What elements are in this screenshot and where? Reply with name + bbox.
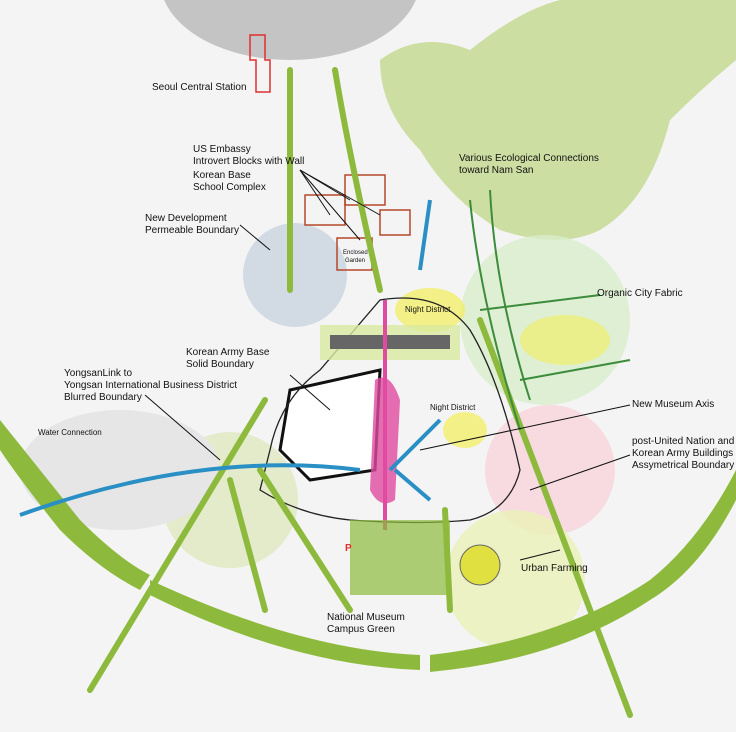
night-district-zone — [520, 315, 610, 365]
label-night-district: Night District — [405, 305, 451, 314]
urban-farm-cluster — [459, 544, 501, 586]
label-us-embassy: US Embassy — [193, 144, 251, 155]
label-korean-army-buildings: Korean Army Buildings — [632, 448, 734, 459]
label-yongsan-ibd: Yongsan International Business District — [64, 380, 238, 391]
label-eco-connections: Various Ecological Connections — [459, 153, 599, 164]
label-organic-fabric: Organic City Fabric — [597, 288, 683, 299]
label-toward-nam-san: toward Nam San — [459, 165, 534, 176]
label-seoul-station: Seoul Central Station — [152, 82, 247, 93]
label-national-museum: National Museum — [327, 612, 405, 623]
han-river-bank — [150, 580, 420, 670]
label-enclosed-garden: Enclosed — [343, 250, 368, 256]
un-buildings-zone — [485, 405, 615, 535]
label-night-district-2: Night District — [430, 403, 476, 412]
label-korean-base: Korean Base — [193, 170, 251, 181]
han-river-bank — [0, 420, 150, 590]
parking-marker: P — [345, 543, 352, 554]
label-army-base: Korean Army Base — [186, 347, 270, 358]
label-urban-farming: Urban Farming — [521, 563, 588, 574]
seoul-station-outline — [249, 34, 271, 93]
museum-campus-green — [350, 520, 450, 595]
army-base-block — [278, 368, 382, 482]
water-connections — [19, 199, 442, 517]
night-district-zone — [443, 412, 487, 448]
label-museum-axis: New Museum Axis — [632, 399, 715, 410]
label-asymmetrical-boundary: Assymetrical Boundary — [632, 460, 735, 471]
label-introvert-blocks: Introvert Blocks with Wall — [193, 156, 305, 167]
label-enclosed-garden-2: Garden — [345, 258, 366, 264]
label-campus-green: Campus Green — [327, 624, 395, 635]
leader-lines — [144, 169, 631, 561]
label-yongsan-link: YongsanLink to — [64, 368, 133, 379]
seoul-station-area — [164, 0, 416, 60]
eco-connections — [469, 189, 631, 431]
pink-zone — [370, 377, 400, 504]
embassy-blocks — [304, 174, 411, 271]
label-school-complex: School Complex — [193, 182, 266, 193]
nam-san-green-area — [380, 0, 736, 240]
green-axes — [87, 67, 633, 718]
han-river-bank — [430, 470, 736, 672]
label-un-buildings: post-United Nation and — [632, 436, 735, 447]
label-new-development: New Development — [145, 213, 227, 224]
label-solid-boundary: Solid Boundary — [186, 359, 254, 370]
label-blurred-boundary: Blurred Boundary — [64, 392, 142, 403]
label-permeable-boundary: Permeable Boundary — [145, 225, 239, 236]
new-development-zone — [243, 223, 347, 327]
label-water-connection: Water Connection — [38, 428, 102, 437]
